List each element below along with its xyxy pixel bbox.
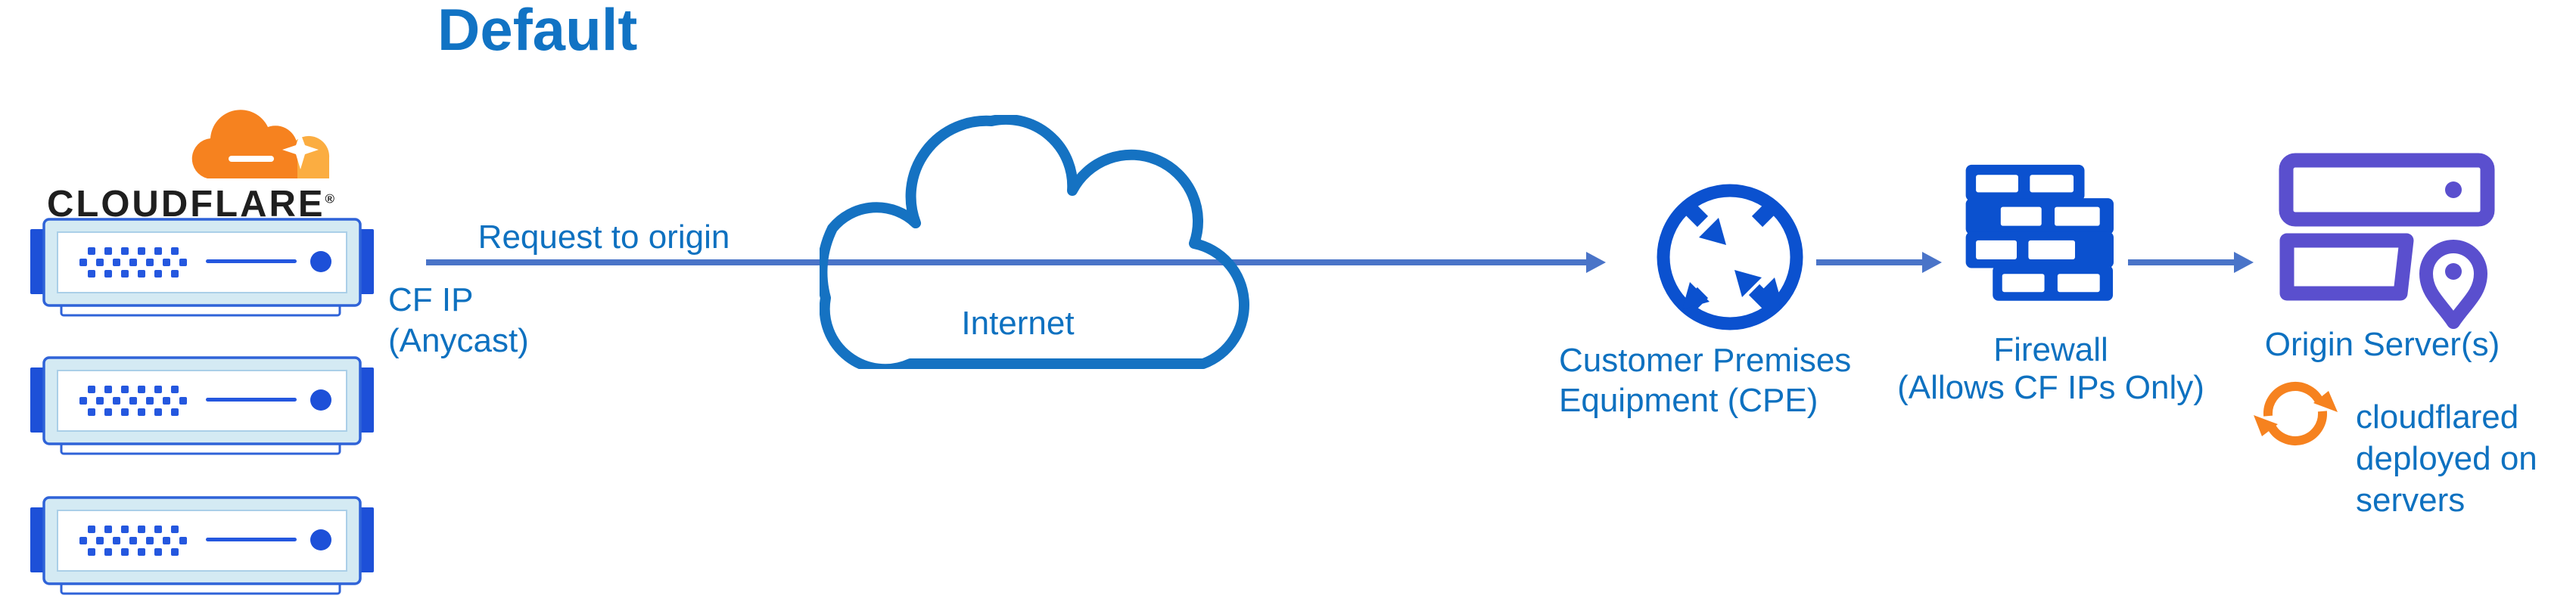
internet-cloud-icon: Internet	[820, 115, 1249, 369]
cf-ip-anycast-label: CF IP (Anycast)	[388, 280, 529, 361]
cf-ip-line: CF IP	[388, 281, 474, 318]
cpe-router-icon	[1657, 184, 1803, 330]
request-arrow-head-icon	[1586, 252, 1606, 273]
firewall-label-line1: Firewall	[1993, 331, 2108, 368]
cloudflare-server-icon	[30, 496, 374, 596]
cloudflared-note-line2: deployed on	[2356, 440, 2537, 477]
location-pin-icon	[2419, 240, 2487, 329]
origin-server-label: Origin Server(s)	[2264, 326, 2500, 363]
cloudflare-wordmark: CLOUDFLARE®	[47, 184, 335, 225]
cpe-to-firewall-arrow-head-icon	[1922, 252, 1942, 273]
request-arrow-line	[426, 259, 1588, 265]
cloudflare-server-icon	[30, 218, 374, 318]
cloudflare-logo-icon	[191, 110, 330, 178]
cloudflared-note-line1: cloudflared	[2356, 398, 2519, 436]
internet-label: Internet	[961, 305, 1074, 342]
cpe-label: Customer Premises Equipment (CPE)	[1559, 340, 1851, 420]
registered-trademark: ®	[325, 191, 335, 206]
cloudflared-sync-icon	[2254, 382, 2338, 445]
cloudflared-note-line3: servers	[2356, 482, 2466, 519]
firewall-label-line2: (Allows CF IPs Only)	[1897, 369, 2204, 406]
cloudflared-note: cloudflared deployed on servers	[2356, 396, 2576, 521]
firewall-label: Firewall (Allows CF IPs Only)	[1877, 331, 2225, 407]
anycast-line: (Anycast)	[388, 322, 529, 359]
firewall-to-origin-arrow-head-icon	[2234, 252, 2254, 273]
cloudflare-server-icon	[30, 356, 374, 456]
request-to-origin-label: Request to origin	[478, 219, 730, 256]
page-title: Default	[437, 0, 638, 63]
cpe-to-firewall-arrow-line	[1816, 259, 1924, 265]
firewall-to-origin-arrow-line	[2128, 259, 2235, 265]
cpe-label-line1: Customer Premises	[1559, 342, 1852, 379]
origin-server-icon	[2279, 153, 2495, 329]
firewall-icon	[1965, 164, 2114, 301]
cpe-label-line2: Equipment (CPE)	[1559, 382, 1818, 419]
